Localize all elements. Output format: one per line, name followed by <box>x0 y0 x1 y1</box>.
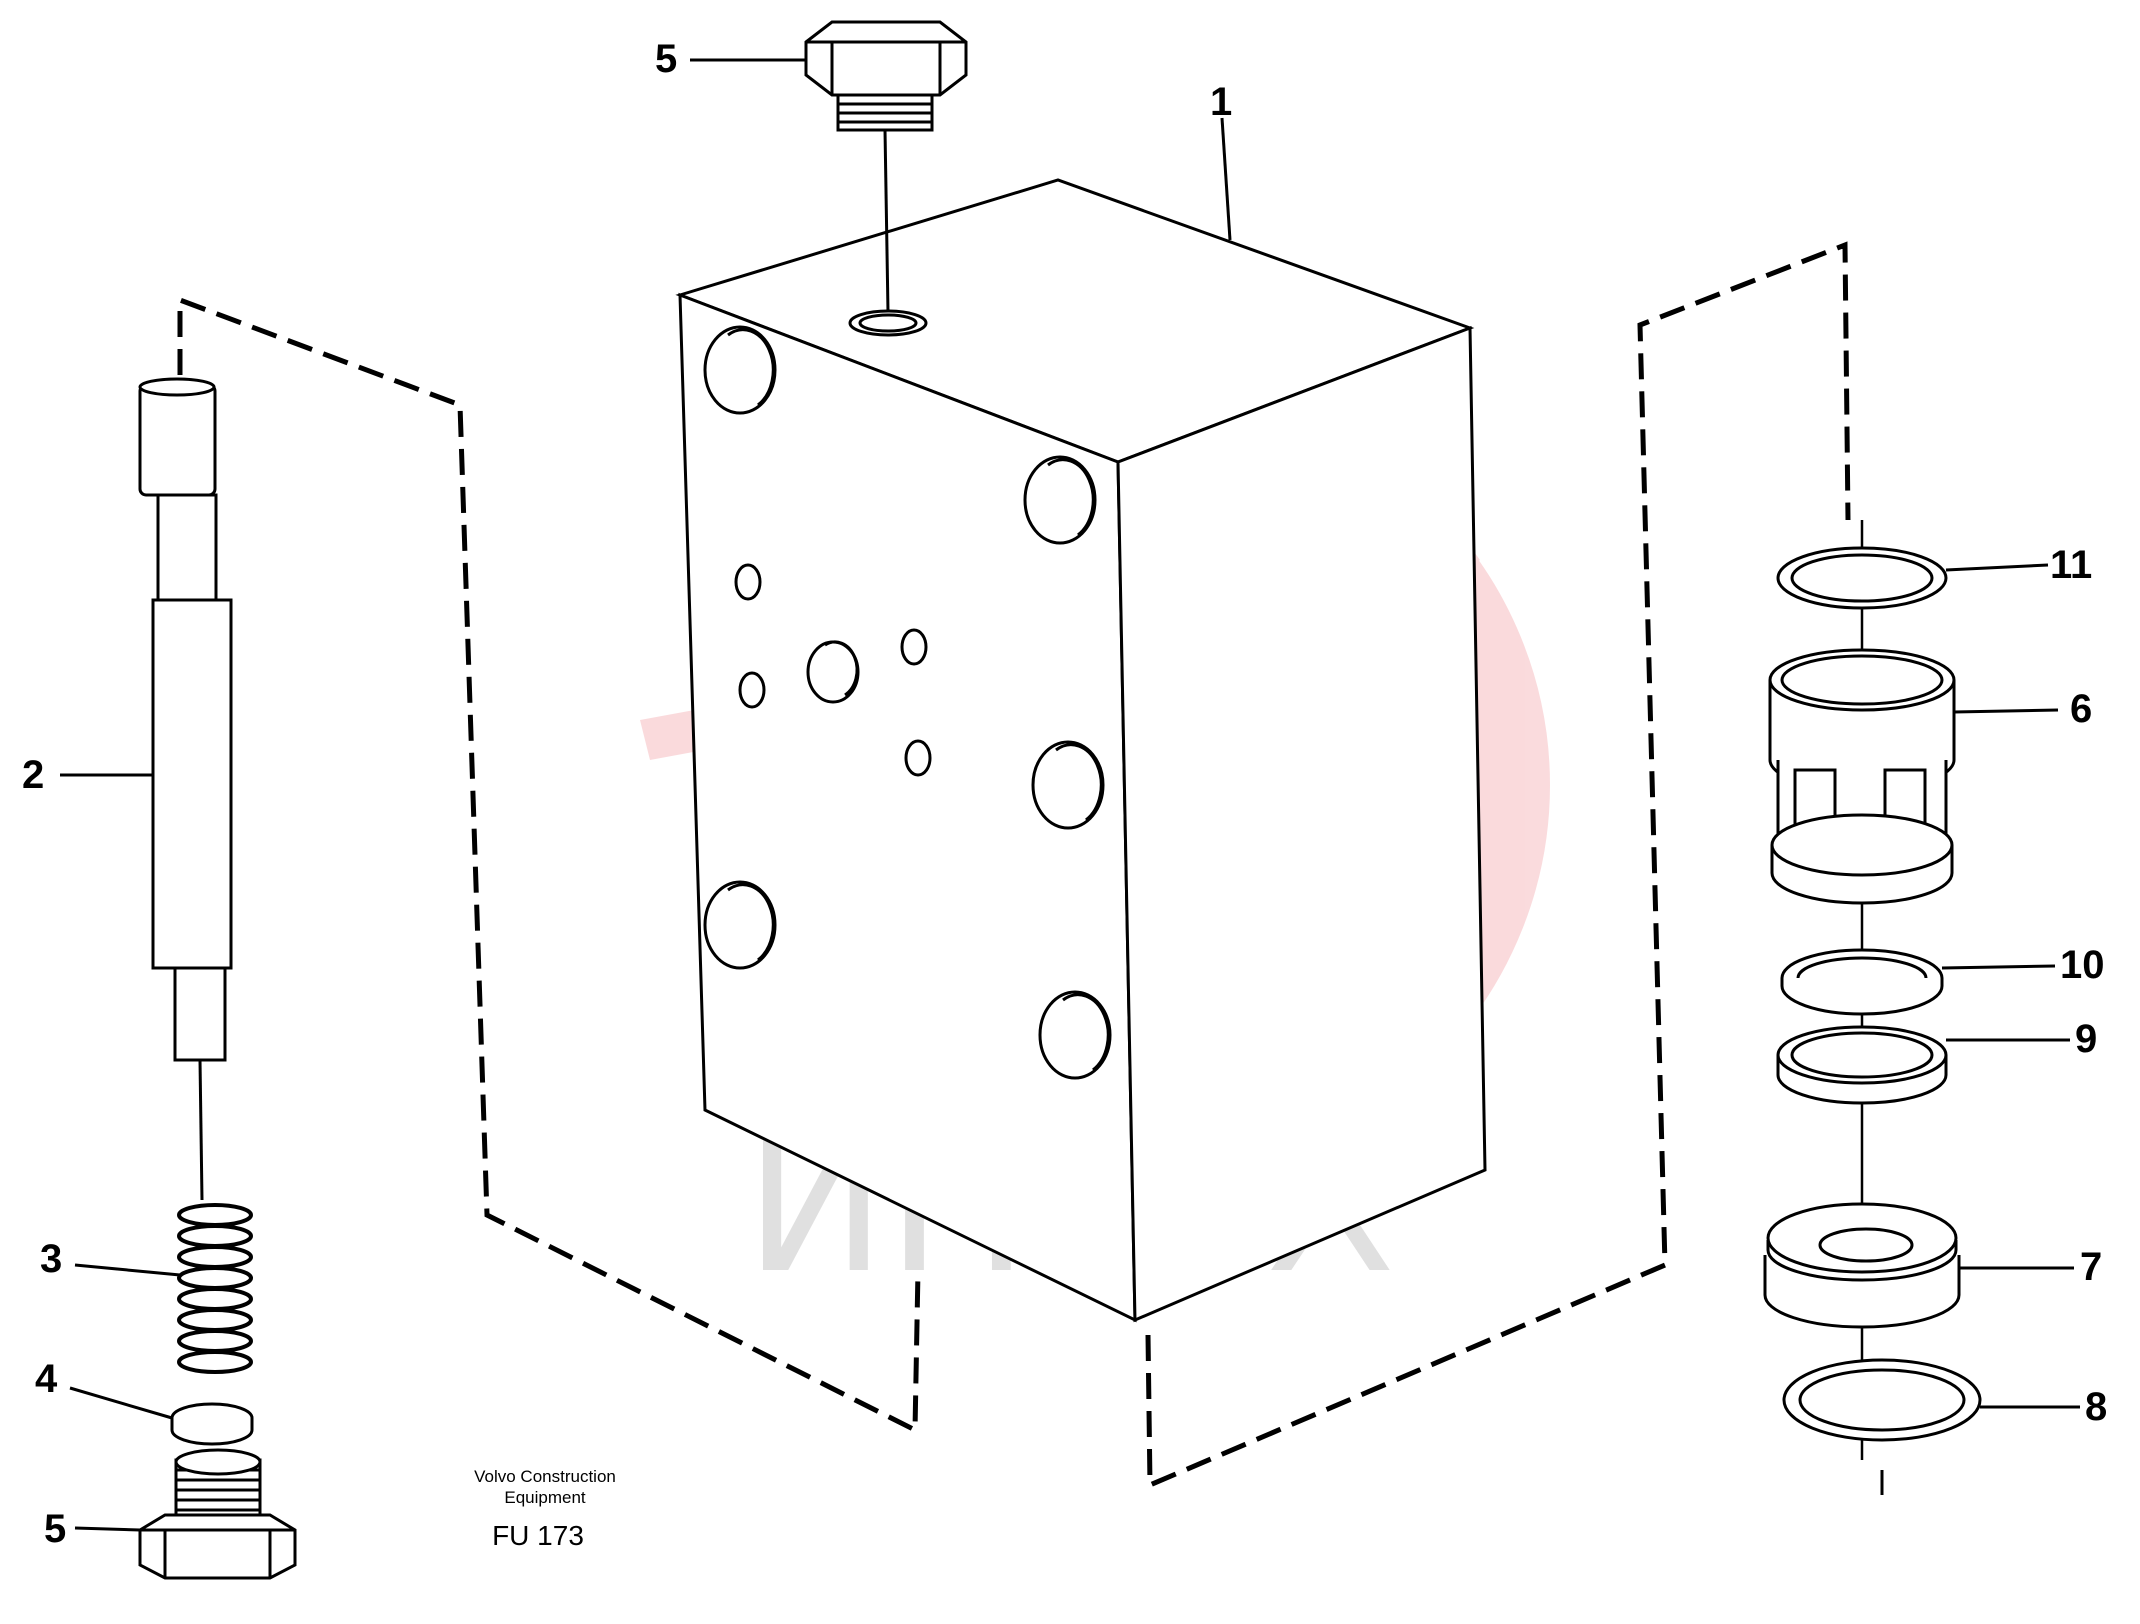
spring-part-3 <box>177 1203 253 1374</box>
caption-equipment: Equipment <box>504 1488 586 1507</box>
right-dashed-frame <box>1145 241 1851 1489</box>
callout-8: 8 <box>2085 1385 2107 1429</box>
valve-block-part-1 <box>675 178 1487 1323</box>
figure-code: FU 173 <box>492 1520 584 1551</box>
callout-2: 2 <box>22 753 44 797</box>
figure-caption: Volvo Construction Equipment FU 173 <box>474 1467 616 1551</box>
bottom-plug-part-5 <box>138 1448 297 1580</box>
callout-10: 10 <box>2060 943 2105 987</box>
callout-7: 7 <box>2080 1245 2102 1289</box>
valve-seat-part-7 <box>1763 1202 1961 1329</box>
callout-6: 6 <box>2070 687 2092 731</box>
check-valve-cage-part-6 <box>1768 648 1956 905</box>
caption-manufacturer: Volvo Construction <box>474 1467 616 1486</box>
top-plug-part-5 <box>804 20 968 313</box>
left-dashed-frame <box>177 296 921 1435</box>
callout-5-bottom: 5 <box>44 1507 66 1551</box>
callout-5-top: 5 <box>655 37 677 81</box>
callout-numbers: 5 1 2 3 4 5 11 6 10 9 7 8 <box>22 37 2107 1551</box>
callout-leader-lines <box>60 58 2080 1532</box>
callout-9: 9 <box>2075 1017 2097 1061</box>
seal-part-9 <box>1776 1025 1948 1105</box>
washer-part-4 <box>170 1402 254 1446</box>
callout-11: 11 <box>2050 543 2092 587</box>
block-port-holes <box>703 325 1112 1080</box>
callout-1: 1 <box>1210 80 1232 124</box>
spool-part-2 <box>138 377 233 1201</box>
callout-4: 4 <box>35 1357 58 1401</box>
o-ring-part-8 <box>1782 1358 1982 1495</box>
o-ring-part-11 <box>1776 546 1948 610</box>
backup-ring-part-10 <box>1780 948 1944 1016</box>
callout-3: 3 <box>40 1237 62 1281</box>
